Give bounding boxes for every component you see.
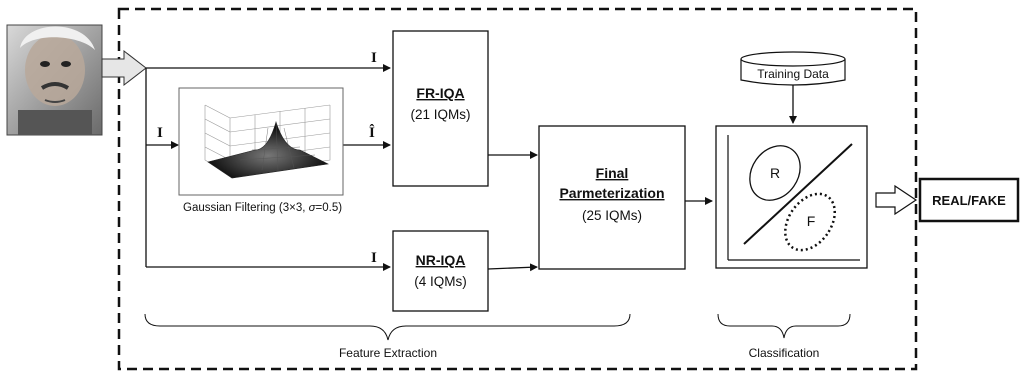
- classification-label: Classification: [749, 346, 820, 360]
- training-data-cylinder: Training Data: [740, 51, 846, 86]
- output-label: REAL/FAKE: [932, 193, 1006, 208]
- real-class-label: R: [770, 165, 780, 181]
- feature-extraction-label: Feature Extraction: [339, 346, 437, 360]
- nr-iqa-box: NR-IQA (4 IQMs): [392, 230, 489, 312]
- gaussian-caption: Gaussian Filtering (3×3, σ=0.5): [183, 202, 342, 214]
- fr-iqa-box: FR-IQA (21 IQMs): [392, 30, 489, 187]
- final-title-line2: Parmeterization: [559, 185, 664, 201]
- gaussian-filter-box: [178, 87, 344, 196]
- signal-i-hat: Î: [369, 124, 375, 141]
- classification-brace: [717, 313, 851, 339]
- system-frame: [117, 7, 918, 371]
- fr-iqa-count: (21 IQMs): [410, 107, 470, 122]
- input-face-image: [6, 24, 103, 136]
- fr-iqa-title: FR-IQA: [416, 85, 464, 101]
- output-arrow: [875, 184, 918, 216]
- output-box: REAL/FAKE: [918, 177, 1020, 223]
- signal-i-mid: I: [157, 125, 163, 141]
- classifier-box: R F: [715, 125, 868, 269]
- nr-iqa-count: (4 IQMs): [414, 274, 467, 289]
- training-data-label: Training Data: [757, 67, 829, 81]
- nr-iqa-title: NR-IQA: [416, 252, 466, 268]
- real-class-ellipse: [749, 145, 801, 201]
- signal-i-top: I: [371, 50, 377, 66]
- feature-extraction-brace: [144, 313, 631, 341]
- signal-i-bottom: I: [371, 250, 377, 266]
- final-parameterization-box: Final Parmeterization (25 IQMs): [538, 125, 686, 270]
- final-title-line1: Final: [596, 165, 629, 181]
- final-count: (25 IQMs): [582, 208, 642, 223]
- fake-class-label: F: [807, 213, 816, 229]
- input-arrow: [101, 49, 147, 87]
